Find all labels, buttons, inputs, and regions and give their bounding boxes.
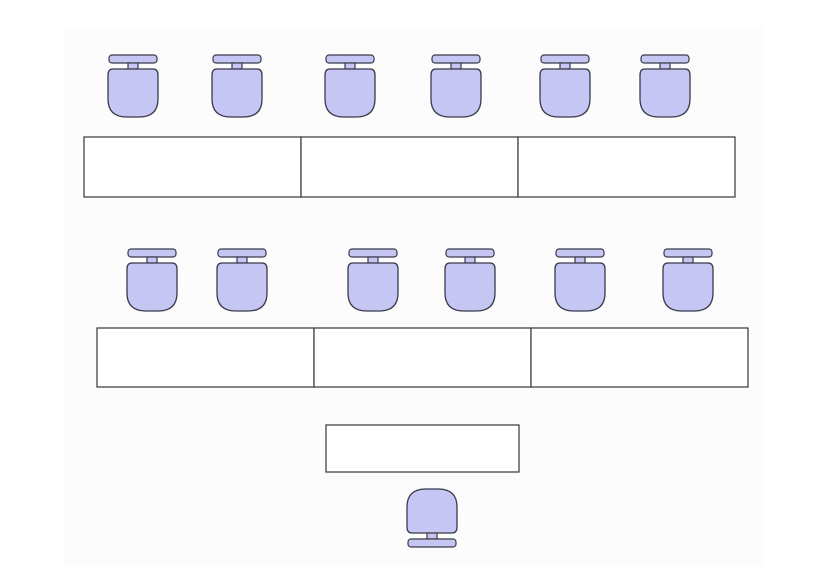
chair-icon (406, 488, 458, 548)
chair-icon (539, 54, 591, 118)
chair-icon (444, 248, 496, 312)
desk-segment (517, 136, 736, 198)
chair-icon (554, 248, 606, 312)
chair-layer (107, 54, 714, 548)
chair-icon (211, 54, 263, 118)
back-student-row-desk (96, 327, 749, 388)
teacher-desk (325, 424, 520, 473)
chair-icon (662, 248, 714, 312)
room-floor (64, 28, 764, 566)
chair-icon (126, 248, 178, 312)
chair-icon (639, 54, 691, 118)
desk-segment (96, 327, 315, 388)
desk-segment (300, 136, 519, 198)
desk-segment (325, 424, 520, 473)
chair-icon (216, 248, 268, 312)
chair-icon (107, 54, 159, 118)
front-student-row-desk (83, 136, 736, 198)
desk-segment (313, 327, 532, 388)
desk-segment (83, 136, 302, 198)
chair-icon (347, 248, 399, 312)
chair-icon (430, 54, 482, 118)
desk-layer (83, 136, 749, 473)
chair-icon (324, 54, 376, 118)
desk-segment (530, 327, 749, 388)
